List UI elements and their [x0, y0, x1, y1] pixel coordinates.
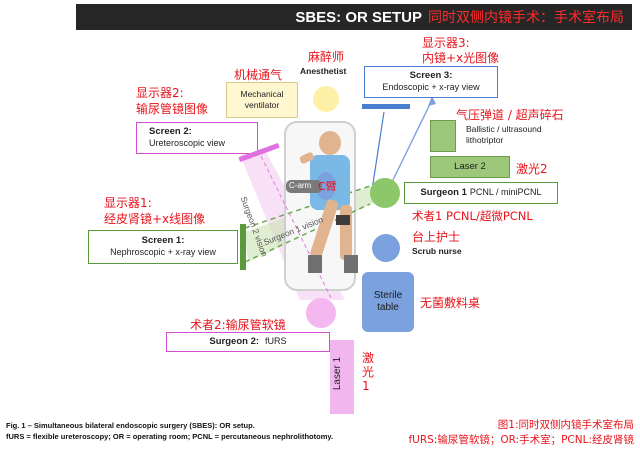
c-arm-label: C-arm	[289, 181, 312, 190]
screen1-monitor	[240, 224, 246, 270]
scrub-nurse-label: Scrub nurse	[412, 246, 462, 256]
surgeon2-desc: fURS	[265, 336, 287, 347]
screen3-box: Screen 3: Endoscopic + x-ray view	[364, 66, 498, 98]
anesthetist-label-zh: 麻醉师	[308, 50, 345, 64]
title-zh: 同时双侧内镜手术：手术室布局	[428, 9, 624, 25]
surgeon1-to-screen3-arrow	[391, 99, 433, 183]
caption-zh-line-1: 图1:同时双侧内镜手术室布局	[497, 419, 634, 431]
screen2-box: Screen 2: Ureteroscopic view	[136, 122, 258, 154]
laser1-label-zh: 激 光 1	[362, 351, 375, 393]
surgeon2-box: Surgeon 2: fURS	[166, 332, 330, 352]
arrow-head	[428, 96, 436, 106]
surgeon1-circle	[370, 178, 400, 208]
sterile-table: Sterile table	[362, 272, 414, 332]
laser2-label-zh: 激光2	[516, 162, 548, 176]
screen2-label-zh: 显示器2: 输尿管镜图像	[136, 86, 209, 116]
screen3-sight-line	[371, 111, 385, 191]
surgeon1-desc: PCNL / miniPCNL	[469, 187, 542, 198]
screen2-title: Screen 2:	[149, 126, 192, 138]
sterile-table-label: Sterile table	[373, 289, 403, 314]
c-arm-head	[286, 180, 322, 193]
title-en: SBES: OR SETUP	[295, 8, 422, 26]
caption-line-2: fURS = flexible ureteroscopy; OR = opera…	[6, 431, 334, 441]
laser2-label: Laser 2	[454, 161, 486, 173]
lithotriptor-label: Ballistic / ultrasound lithotriptor	[466, 124, 542, 146]
ventilator-label-zh: 机械通气	[234, 68, 283, 82]
screen3-monitor	[362, 104, 410, 109]
anesthetist-label: Anesthetist	[300, 66, 347, 76]
lithotriptor-label-zh: 气压弹道 / 超声碎石	[456, 108, 564, 122]
caption-zh-line-2: fURS:输尿管软镜；OR:手术室；PCNL:经皮肾镜	[408, 433, 634, 446]
surgeon1-sight-line-b	[244, 203, 371, 263]
caption-line-1: Fig. 1 – Simultaneous bilateral endoscop…	[6, 421, 255, 430]
figure-caption: Fig. 1 – Simultaneous bilateral endoscop…	[6, 421, 406, 443]
laser1-label: Laser 1	[332, 356, 344, 391]
figure-caption-zh: 图1:同时双侧内镜手术室布局 fURS:输尿管软镜；OR:手术室；PCNL:经皮…	[408, 418, 634, 447]
surgeon1-label-zh: 术者1 PCNL/超微PCNL	[412, 209, 533, 223]
lithotriptor-device	[430, 120, 456, 152]
surgeon2-title: Surgeon 2:	[209, 336, 260, 348]
laser1-box	[330, 340, 354, 414]
screen1-title: Screen 1:	[141, 235, 185, 247]
c-arm-label-zh: C臂	[318, 180, 337, 193]
ventilator-box: Mechanical ventilator	[226, 82, 298, 118]
surgeon2-circle	[306, 298, 336, 328]
anesthetist-circle	[313, 86, 339, 112]
ventilator-text: Mechanical ventilator	[240, 89, 284, 110]
surgeon1-box: Surgeon 1 PCNL / miniPCNL	[404, 182, 558, 204]
scrub-nurse-circle	[372, 234, 400, 262]
screen3-desc: Endoscopic + x-ray view	[382, 82, 480, 93]
title-banner: SBES: OR SETUP 同时双侧内镜手术：手术室布局	[76, 4, 632, 30]
laser2-box: Laser 2	[430, 156, 510, 178]
surgeon1-title: Surgeon 1	[420, 187, 467, 199]
sterile-table-label-zh: 无菌敷料桌	[420, 296, 481, 310]
screen2-desc: Ureteroscopic view	[149, 138, 226, 149]
screen1-desc: Nephroscopic + x-ray view	[110, 247, 216, 258]
surgeon2-label-zh: 术者2:输尿管软镜	[190, 318, 286, 332]
screen3-label-zh: 显示器3: 内镜+x光图像	[422, 36, 500, 65]
scrub-nurse-label-zh: 台上护士	[412, 230, 461, 244]
c-arm-body	[316, 172, 336, 200]
screen1-label-zh: 显示器1: 经皮肾镜+x线图像	[104, 196, 206, 226]
screen1-box: Screen 1: Nephroscopic + x-ray view	[88, 230, 238, 264]
screen3-title: Screen 3:	[409, 70, 453, 82]
